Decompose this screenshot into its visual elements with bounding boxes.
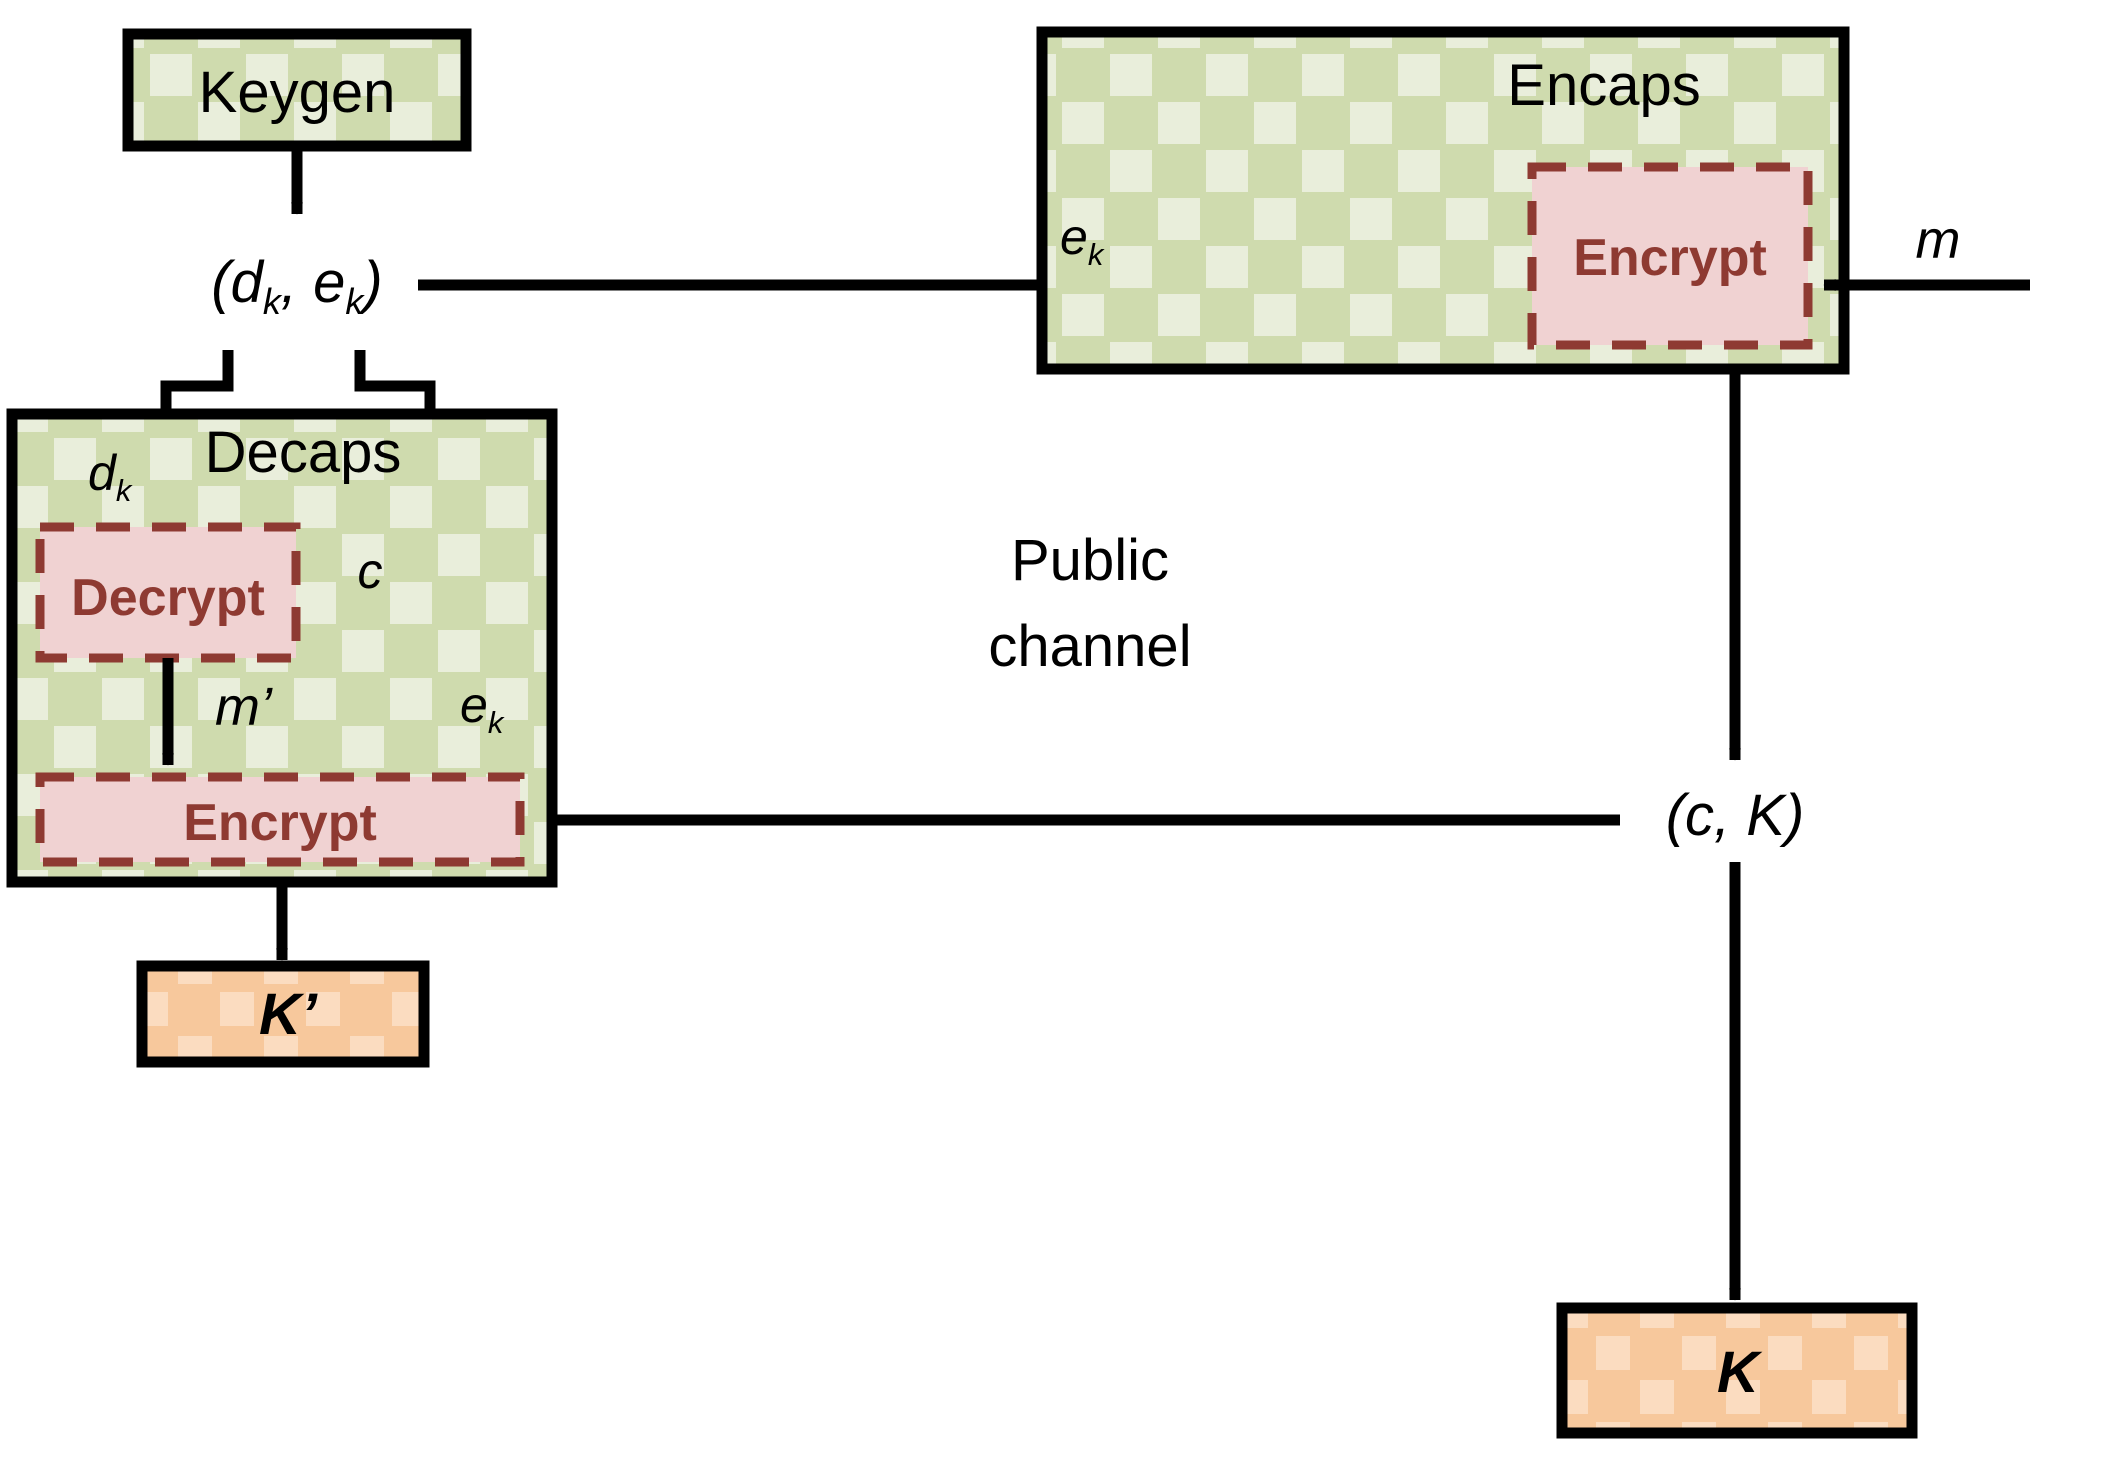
ck-c: c xyxy=(1685,783,1714,848)
public-channel-line2: channel xyxy=(988,614,1191,679)
encaps-encrypt-rect xyxy=(1527,162,1813,350)
encaps-ek-label: ek xyxy=(1060,209,1105,272)
m-prime-label: m’ xyxy=(215,677,273,737)
keypair-label: (dk, ek) xyxy=(211,250,382,322)
public-channel-caption: Public channel xyxy=(988,528,1191,679)
encaps-encrypt-box[interactable]: Encrypt xyxy=(1527,162,1813,350)
keypair-ek-base: e xyxy=(313,250,345,315)
decaps-encrypt-box[interactable]: Encrypt xyxy=(35,772,525,867)
decaps-dk-label: dk xyxy=(88,445,133,508)
ck-K: K xyxy=(1746,783,1787,848)
shared-key-label: K xyxy=(1717,1340,1763,1405)
shared-key-prime-rect xyxy=(136,960,430,1068)
decaps-c-label: c xyxy=(358,543,383,599)
decaps-encrypt-rect xyxy=(35,772,525,867)
encaps-encrypt-label: Encrypt xyxy=(1573,229,1767,287)
keypair-comma: , xyxy=(281,250,313,315)
encaps-label: Encaps xyxy=(1507,53,1700,118)
shared-key-box[interactable]: K xyxy=(1556,1302,1918,1439)
keypair-ek-sub: k xyxy=(345,281,365,322)
svg-text:(dk, ek): (dk, ek) xyxy=(211,250,382,322)
keypair-dk-sub: k xyxy=(263,281,283,322)
shared-key-rect xyxy=(1556,1302,1918,1439)
decaps-decrypt-label: Decrypt xyxy=(71,569,265,627)
shared-key-prime-label: K’ xyxy=(259,982,318,1047)
keygen-box[interactable]: Keygen xyxy=(122,28,472,152)
decaps-ek-label: ek xyxy=(460,677,505,740)
decaps-label: Decaps xyxy=(205,420,402,485)
public-channel-line1: Public xyxy=(1011,528,1169,593)
keypair-dk-base: d xyxy=(231,250,265,315)
ciphertext-key-label: (c, K) xyxy=(1666,783,1805,848)
encaps-m-label: m xyxy=(1916,210,1961,270)
decaps-encrypt-label: Encrypt xyxy=(183,794,377,852)
svg-text:(c, K): (c, K) xyxy=(1666,783,1805,848)
shared-key-prime-box[interactable]: K’ xyxy=(136,960,430,1068)
ck-comma: , xyxy=(1714,783,1746,848)
decaps-decrypt-box[interactable]: Decrypt xyxy=(35,522,301,663)
keygen-label: Keygen xyxy=(199,60,396,125)
